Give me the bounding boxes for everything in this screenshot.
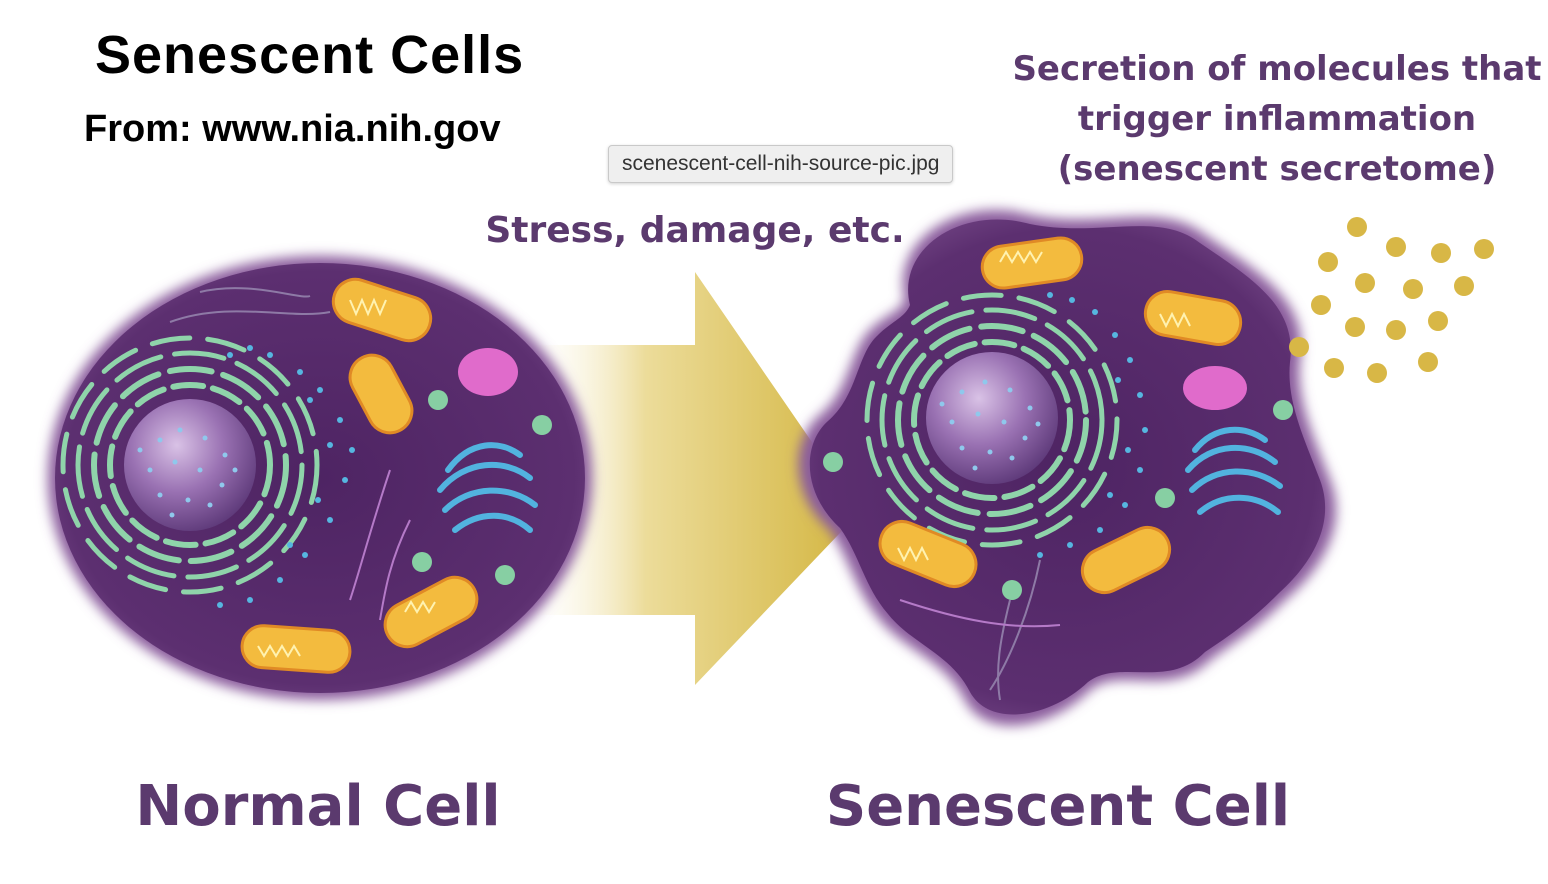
arrow-label: Stress, damage, etc. <box>485 210 904 251</box>
senescent-cell-label: Senescent Cell <box>826 774 1290 839</box>
normal-er <box>60 335 320 595</box>
secretion-label-line1: Secretion of molecules that <box>1012 49 1541 89</box>
senescent-nucleus <box>926 352 1058 484</box>
normal-nucleus <box>124 399 256 531</box>
senescent-mitochondria <box>878 236 1243 595</box>
filename-tooltip: scenescent-cell-nih-source-pic.jpg <box>608 145 954 183</box>
page-title: Senescent Cells <box>95 25 525 85</box>
senescent-vesicles <box>1037 292 1148 558</box>
normal-golgi <box>437 442 538 533</box>
normal-pink-vesicle <box>458 348 518 396</box>
normal-cell-label: Normal Cell <box>135 774 500 839</box>
secretion-label-line2: trigger inflammation <box>1078 99 1476 139</box>
senescent-golgi <box>1185 426 1283 515</box>
normal-cell <box>48 256 592 700</box>
senescent-pink-vesicle <box>1183 366 1247 410</box>
normal-vesicles <box>217 345 355 608</box>
senescent-cell <box>798 210 1336 726</box>
secretome-dots <box>1289 217 1494 383</box>
transition-arrow <box>530 272 860 685</box>
secretion-label-line3: (senescent secretome) <box>1058 149 1497 189</box>
source-credit: From: www.nia.nih.gov <box>84 108 501 150</box>
senescent-er <box>864 292 1120 548</box>
